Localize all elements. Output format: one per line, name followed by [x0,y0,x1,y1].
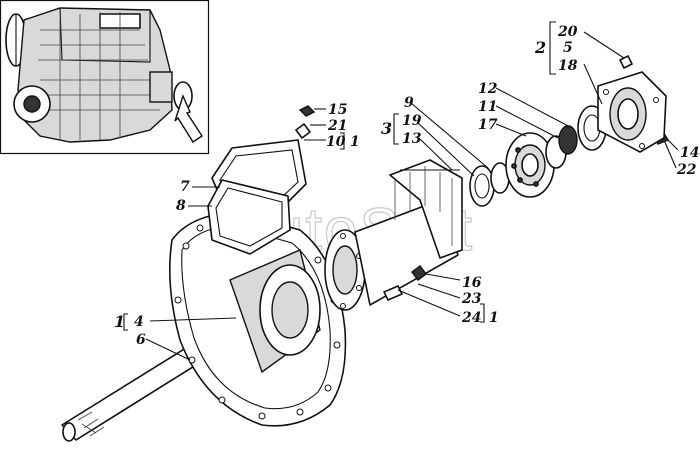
label-1: 1 [114,312,125,331]
label-10-group: 1 [350,134,360,150]
label-14: 14 [680,145,699,161]
brackets [123,21,556,331]
label-10: 10 [326,134,346,150]
engine-thumbnail [0,0,210,155]
label-20: 20 [557,24,578,40]
engine-thumbnail-icon [5,7,193,143]
bearing-cover [597,71,667,153]
label-3: 3 [381,119,392,138]
clutch-housing [169,211,347,427]
label-5: 5 [563,40,573,56]
extension-housing [324,159,463,311]
label-22: 22 [676,162,697,178]
label-8: 8 [176,198,186,214]
label-7: 7 [180,179,190,195]
label-2: 2 [534,38,546,57]
label-12: 12 [478,81,498,97]
location-arrow-icon [174,94,203,143]
label-18: 18 [558,58,578,74]
label-9: 9 [404,95,414,111]
label-23: 23 [461,291,482,307]
label-13: 13 [402,131,422,147]
cover-plates [207,139,307,255]
callout-labels: 20 5 18 2 12 11 17 9 19 13 3 15 21 10 1 … [114,24,699,348]
label-4: 4 [134,314,144,330]
label-16: 16 [462,275,482,291]
label-15: 15 [328,102,347,118]
label-21: 21 [327,118,347,134]
label-19: 19 [402,113,422,129]
label-11: 11 [478,99,497,115]
leader-lines [145,31,679,361]
label-24: 24 [461,310,481,326]
label-24-group: 1 [489,310,499,326]
label-17: 17 [478,117,498,133]
label-6: 6 [136,332,146,348]
